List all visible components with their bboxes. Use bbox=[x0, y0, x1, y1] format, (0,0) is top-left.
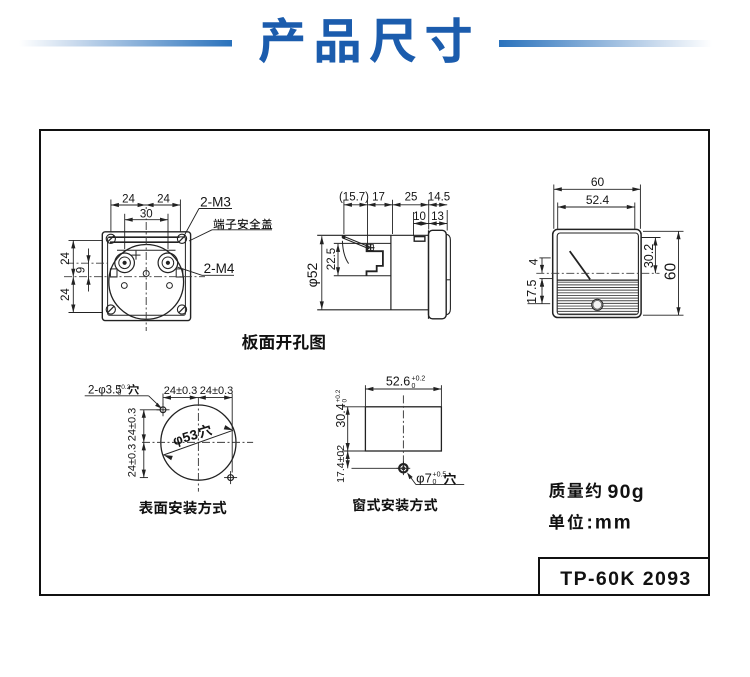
svg-text:24: 24 bbox=[122, 194, 135, 206]
svg-text:0: 0 bbox=[412, 383, 416, 390]
svg-text:14.5: 14.5 bbox=[428, 191, 450, 203]
svg-text:90g: 90g bbox=[608, 481, 646, 503]
svg-text:24±0.3: 24±0.3 bbox=[126, 444, 138, 478]
svg-text:+0.2: +0.2 bbox=[335, 389, 342, 402]
svg-text:30.4: 30.4 bbox=[334, 403, 348, 427]
svg-text:52.6: 52.6 bbox=[386, 374, 410, 388]
svg-text:60: 60 bbox=[663, 263, 680, 281]
svg-text:17: 17 bbox=[372, 191, 385, 203]
svg-text:24: 24 bbox=[60, 252, 72, 265]
svg-text:24±0.3: 24±0.3 bbox=[200, 385, 234, 397]
svg-text:2-M3: 2-M3 bbox=[200, 195, 231, 210]
svg-text:+0.5: +0.5 bbox=[433, 472, 447, 479]
svg-text:52.4: 52.4 bbox=[586, 193, 610, 207]
svg-text:9: 9 bbox=[76, 267, 88, 273]
svg-text:4: 4 bbox=[527, 258, 541, 265]
svg-text:+0.2: +0.2 bbox=[412, 376, 426, 383]
svg-text:30: 30 bbox=[140, 208, 153, 220]
svg-text:+0.2: +0.2 bbox=[118, 384, 131, 391]
svg-text:24±0.3: 24±0.3 bbox=[164, 385, 198, 397]
svg-text:2-φ3.5: 2-φ3.5 bbox=[88, 384, 122, 396]
svg-text::mm: :mm bbox=[587, 512, 633, 533]
svg-text:φ52: φ52 bbox=[304, 262, 320, 287]
svg-text:17.4±02: 17.4±02 bbox=[335, 445, 347, 483]
svg-text:22.5: 22.5 bbox=[326, 248, 338, 270]
svg-text:25: 25 bbox=[405, 191, 418, 203]
svg-text:2-M4: 2-M4 bbox=[204, 261, 235, 276]
svg-text:φ7: φ7 bbox=[416, 471, 432, 486]
svg-text:0: 0 bbox=[433, 479, 437, 486]
svg-text:13: 13 bbox=[431, 211, 444, 223]
svg-text:60: 60 bbox=[591, 175, 605, 189]
svg-text:10: 10 bbox=[413, 211, 426, 223]
svg-text:TP-60K 2093: TP-60K 2093 bbox=[560, 568, 691, 590]
svg-text:24±0.3: 24±0.3 bbox=[126, 408, 138, 442]
svg-text:(15.7): (15.7) bbox=[339, 191, 369, 203]
svg-text:24: 24 bbox=[60, 288, 72, 301]
svg-text:0: 0 bbox=[118, 390, 122, 397]
svg-text:0: 0 bbox=[341, 399, 348, 403]
svg-text:24: 24 bbox=[157, 194, 170, 206]
svg-text:17.5: 17.5 bbox=[525, 279, 539, 303]
svg-text:30.2: 30.2 bbox=[642, 244, 656, 268]
